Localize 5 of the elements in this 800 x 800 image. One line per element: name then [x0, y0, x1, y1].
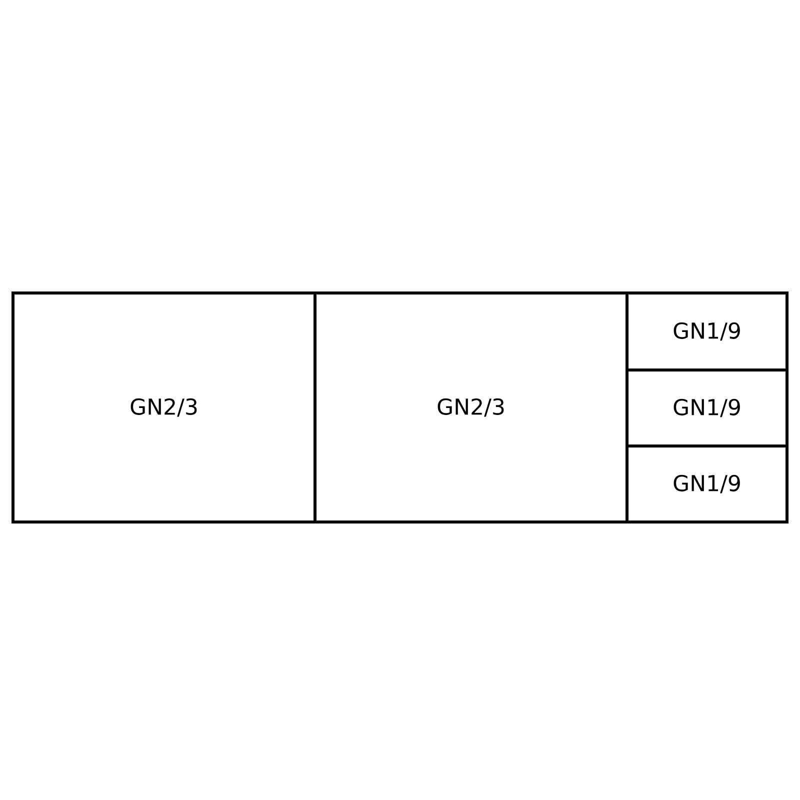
container-box: GN1/9: [626, 368, 788, 448]
container-box: GN2/3: [12, 292, 316, 524]
container-box: GN1/9: [626, 292, 788, 372]
container-box: GN1/9: [626, 444, 788, 524]
container-box: GN2/3: [314, 292, 628, 524]
